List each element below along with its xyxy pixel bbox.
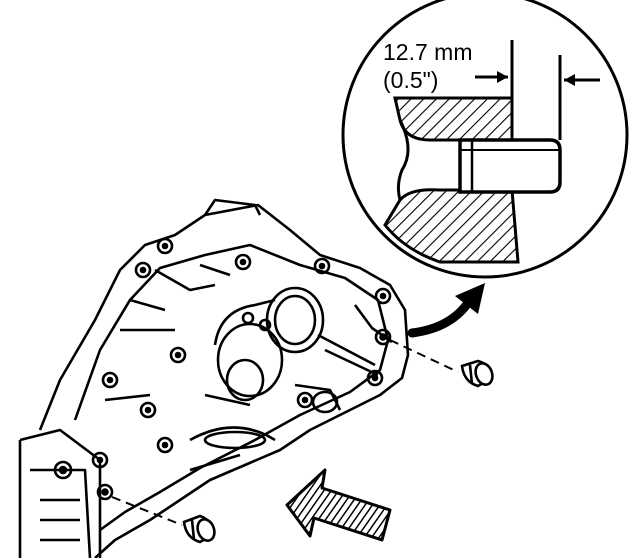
engine-front-cover [18,198,410,558]
alignment-line-upper [389,339,459,373]
dowel-pin-section [458,138,562,194]
hatched-casting-lower [383,188,520,264]
dowel-pin-lower [182,514,216,544]
striped-arrow-icon [285,468,392,542]
dowel-pin-upper [460,359,494,388]
alignment-line-lower [111,496,183,526]
curved-arrow-icon [407,283,485,338]
dimension-metric-label: 12.7 mm [383,39,472,65]
dimension-imperial-label: (0.5") [383,67,438,93]
detail-callout: 12.7 mm (0.5") [341,0,629,279]
hatched-casting-upper [393,96,514,142]
